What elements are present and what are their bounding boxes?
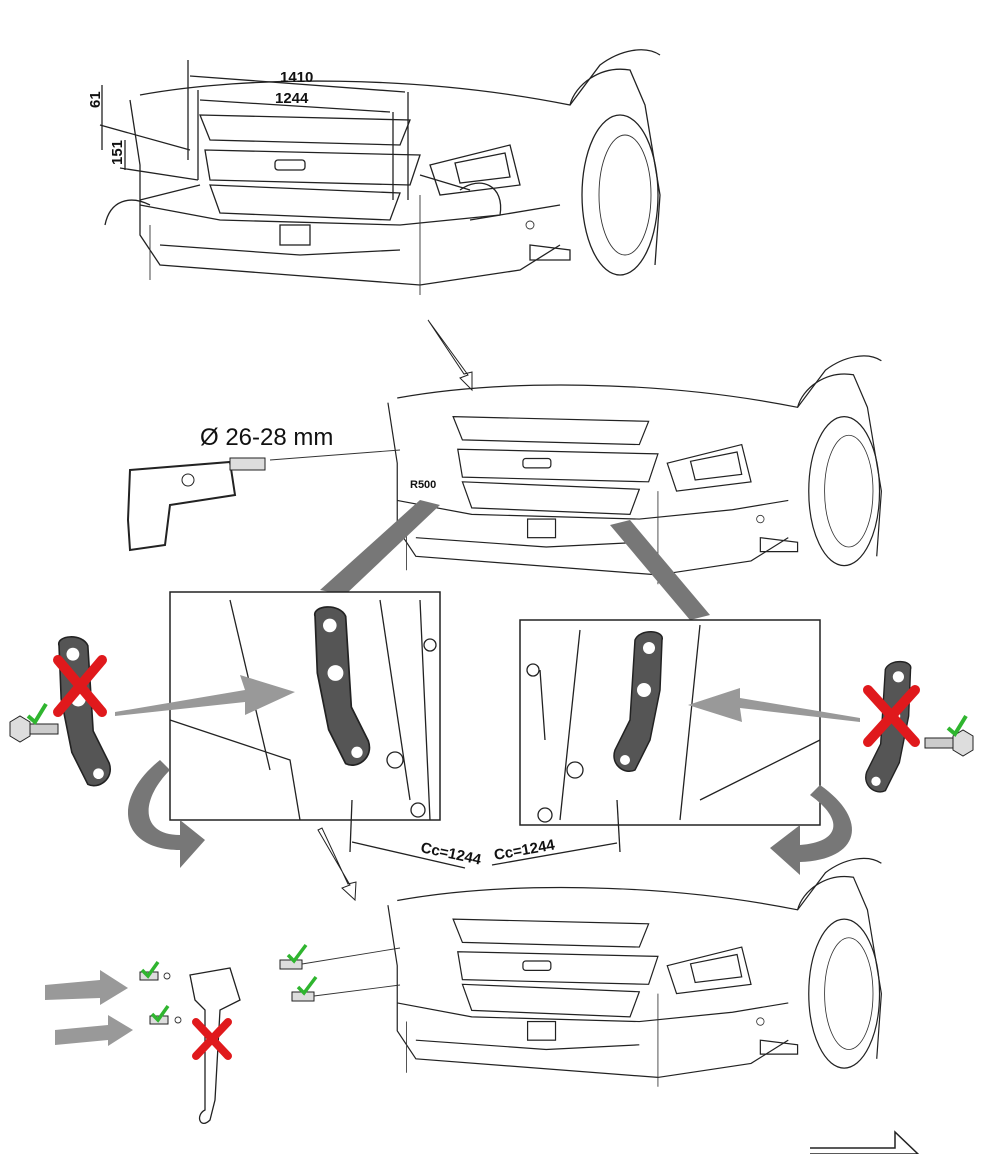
assembly-arrow-bottom xyxy=(55,1015,133,1046)
truck-front-measure xyxy=(129,49,661,296)
hand-left-icon xyxy=(104,199,151,226)
dimension-151: 151 xyxy=(109,140,126,165)
dimension-1410: 1410 xyxy=(280,69,313,86)
accept-check-spacer-bottom-icon xyxy=(296,975,318,996)
center-distance-lines xyxy=(349,799,621,869)
accept-check-bolt-top-icon xyxy=(140,960,160,979)
flow-arrow-down xyxy=(427,319,473,392)
return-arrow-left xyxy=(127,760,205,868)
drill-diameter-label: Ø 26-28 mm xyxy=(200,424,333,451)
flow-arrow-down-2 xyxy=(317,827,357,902)
insert-arrow-right xyxy=(688,688,860,722)
bolt-left-icon xyxy=(9,715,59,743)
accept-check-spacer-top-icon xyxy=(286,943,308,964)
dimension-lines xyxy=(99,60,471,201)
dimension-61: 61 xyxy=(87,91,104,108)
drill-leader-line xyxy=(269,449,401,461)
insert-arrow-left xyxy=(115,675,295,716)
hand-right-icon xyxy=(459,182,502,221)
next-page-arrow[interactable] xyxy=(810,1130,920,1154)
accept-check-bolt-bottom-icon xyxy=(150,1004,170,1023)
truck-front-final xyxy=(387,857,883,1088)
callout-band-left xyxy=(320,500,440,595)
reject-cross-left-icon xyxy=(53,655,107,717)
assembly-arrow-top xyxy=(45,970,128,1005)
model-badge: R500 xyxy=(410,479,436,491)
tow-hook-assembly xyxy=(139,947,401,1124)
dimension-1244: 1244 xyxy=(275,90,309,107)
callout-band-right xyxy=(610,520,710,620)
reject-cross-right-icon xyxy=(863,685,920,747)
bolt-right-icon xyxy=(924,729,974,757)
inset-right-bracket-mount xyxy=(519,619,821,826)
reject-cross-hook-icon xyxy=(192,1018,232,1060)
return-arrow-right xyxy=(770,785,853,875)
drill-icon xyxy=(126,457,266,552)
inset-left-bracket-mount xyxy=(169,591,441,821)
accept-check-left-icon xyxy=(26,702,48,726)
accept-check-right-icon xyxy=(946,714,968,738)
